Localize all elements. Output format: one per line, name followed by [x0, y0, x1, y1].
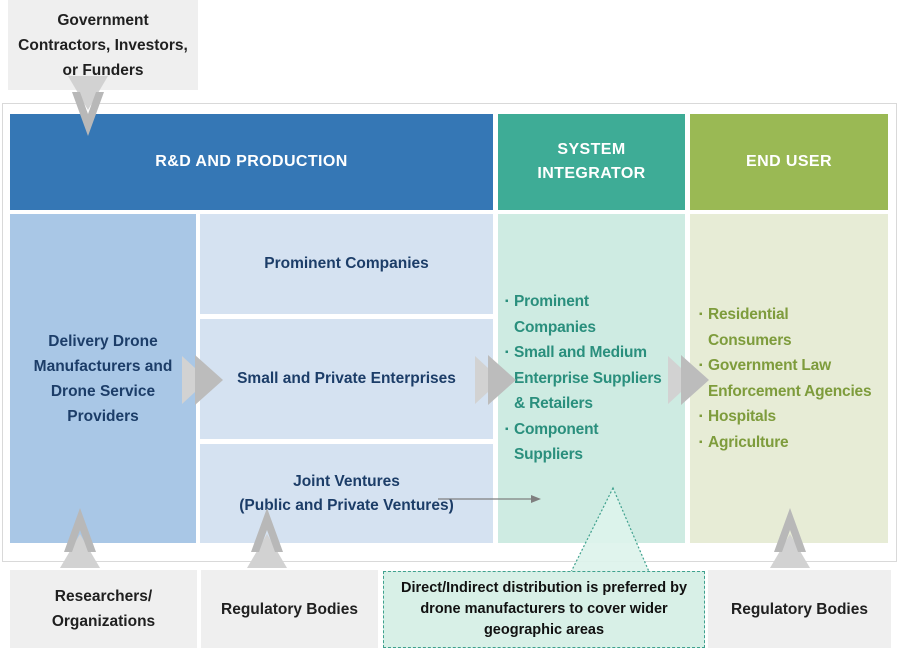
list-item: ▪ Government Law Enforcement Agencies: [699, 353, 886, 404]
system-integrator-box: ▪ Prominent Companies ▪ Small and Medium…: [498, 214, 685, 543]
joint-ventures-box: Joint Ventures (Public and Private Ventu…: [200, 444, 493, 543]
list-item: ▪ Small and Medium Enterprise Suppliers …: [505, 340, 683, 417]
bullet-icon: ▪: [505, 347, 509, 359]
flow-arrow-down-icon: [68, 76, 108, 136]
header-rd-and-production: R&D AND PRODUCTION: [10, 114, 493, 210]
list-item: ▪ Component Suppliers: [505, 417, 683, 468]
list-item-label: Prominent Companies: [514, 293, 596, 336]
regulatory-bodies-right-box: Regulatory Bodies: [708, 570, 891, 648]
distribution-callout-box: Direct/Indirect distribution is preferre…: [383, 571, 705, 648]
list-item-label: Residential Consumers: [708, 306, 792, 349]
list-item-label: Small and Medium Enterprise Suppliers & …: [514, 344, 662, 413]
government-contractors-label: Government Contractors, Investors, or Fu…: [18, 11, 188, 79]
header-si-label: SYSTEM INTEGRATOR: [537, 141, 646, 182]
researchers-organizations-box: Researchers/ Organizations: [10, 570, 197, 648]
regulatory-bodies-left-label: Regulatory Bodies: [221, 600, 358, 618]
list-item: ▪ Prominent Companies: [505, 289, 683, 340]
flow-arrow-up-icon: [770, 508, 810, 568]
flow-arrow-right-icon: [475, 355, 516, 405]
bullet-icon: ▪: [505, 423, 509, 435]
list-item-label: Hospitals: [708, 408, 776, 425]
bullet-icon: ▪: [699, 360, 703, 371]
distribution-arrow-icon: [438, 495, 541, 503]
callout-pointer-icon: [569, 486, 651, 575]
prominent-companies-box: Prominent Companies: [200, 214, 493, 314]
small-private-enterprises-box: Small and Private Enterprises: [200, 319, 493, 439]
header-end-user: END USER: [690, 114, 888, 210]
list-item-label: Agriculture: [708, 433, 789, 451]
delivery-drone-manufacturers-label: Delivery Drone Manufacturers and Drone S…: [33, 332, 173, 425]
bullet-icon: ▪: [699, 411, 703, 422]
flow-arrow-right-icon: [668, 355, 709, 405]
flow-arrow-up-icon: [247, 508, 287, 568]
prominent-companies-label: Prominent Companies: [264, 255, 429, 272]
header-eu-label: END USER: [746, 153, 832, 170]
regulatory-bodies-right-label: Regulatory Bodies: [731, 600, 868, 618]
list-item-label: Government Law Enforcement Agencies: [708, 357, 872, 400]
list-item: ▪ Hospitals: [699, 404, 886, 430]
header-system-integrator: SYSTEM INTEGRATOR: [498, 114, 685, 210]
government-contractors-box: Government Contractors, Investors, or Fu…: [8, 0, 198, 90]
delivery-drone-manufacturers-box: Delivery Drone Manufacturers and Drone S…: [10, 214, 196, 543]
flow-arrow-up-icon: [60, 508, 100, 568]
end-user-box: ▪ Residential Consumers ▪ Government Law…: [690, 214, 888, 543]
list-item-label: Component Suppliers: [514, 420, 599, 464]
researchers-organizations-label: Researchers/ Organizations: [51, 588, 156, 630]
header-rd-label: R&D AND PRODUCTION: [155, 153, 348, 170]
bullet-icon: ▪: [699, 309, 703, 320]
distribution-callout-label: Direct/Indirect distribution is preferre…: [400, 580, 688, 638]
regulatory-bodies-left-box: Regulatory Bodies: [201, 570, 378, 648]
list-item: ▪ Residential Consumers: [699, 302, 886, 353]
bullet-icon: ▪: [699, 436, 703, 448]
bullet-icon: ▪: [505, 296, 509, 308]
list-item: ▪ Agriculture: [699, 430, 886, 456]
flow-arrow-right-icon: [182, 355, 223, 405]
joint-ventures-label: Joint Ventures (Public and Private Ventu…: [239, 472, 454, 514]
small-private-enterprises-label: Small and Private Enterprises: [237, 370, 456, 387]
